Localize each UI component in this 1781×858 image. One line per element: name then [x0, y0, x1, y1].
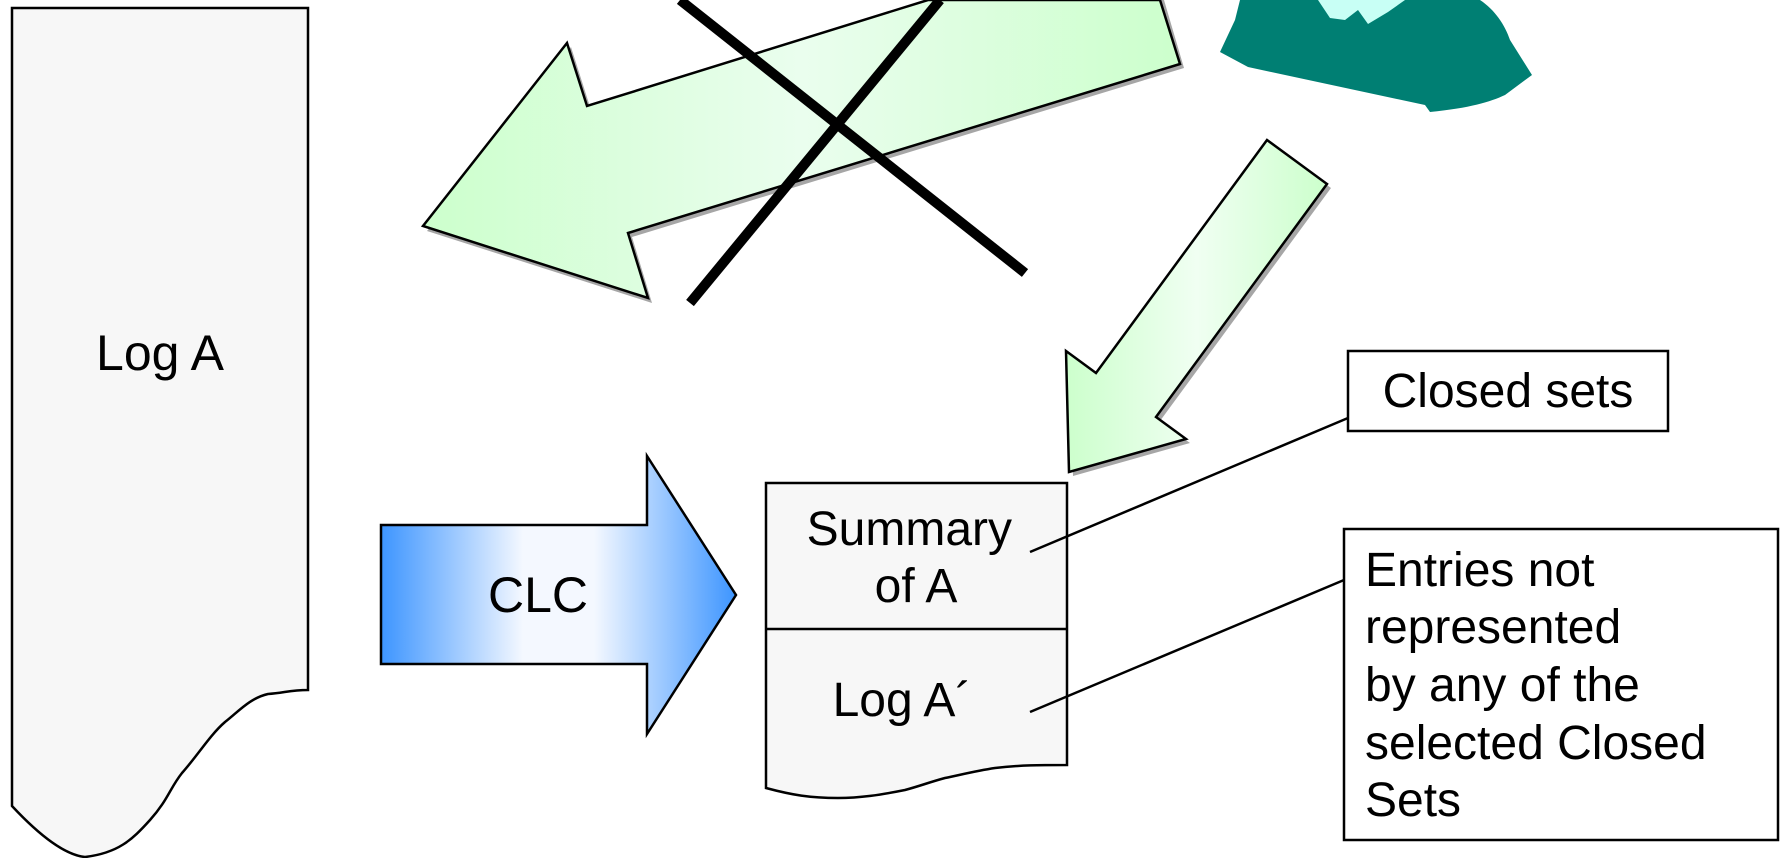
- entries-line-1: Entries not: [1365, 544, 1594, 597]
- clc-arrow-shape: [379, 451, 738, 739]
- summary-label: Summary of A: [807, 503, 1026, 613]
- green-arrow-small-shape: [1064, 138, 1329, 474]
- cross-line-2: [686, 0, 944, 307]
- result-document-shape: [764, 481, 1069, 800]
- result-document: Summary of A Log A´: [764, 481, 1069, 800]
- green-arrow-large-shape: [420, 0, 1182, 300]
- entries-leader-line: [1029, 578, 1345, 714]
- cross-out-mark: [676, 0, 1029, 307]
- log-a-shape: [10, 6, 310, 858]
- cross-line-1: [676, 0, 1029, 277]
- summary-line-1: Summary: [807, 503, 1012, 556]
- entries-box: [1342, 527, 1780, 842]
- entries-line-5: Sets: [1365, 774, 1461, 827]
- green-arrow-small: [1064, 138, 1331, 476]
- clc-arrow: CLC: [379, 451, 738, 739]
- summary-line-2: of A: [875, 560, 958, 613]
- entries-line-3: by any of the: [1365, 659, 1640, 712]
- clc-arrow-label: CLC: [488, 567, 588, 623]
- person-body: [1220, 0, 1532, 112]
- entries-label: Entries not represented by any of the se…: [1365, 544, 1720, 827]
- entries-line-2: represented: [1365, 601, 1621, 654]
- log-a-document: Log A: [10, 6, 310, 858]
- closed-sets-callout: Closed sets: [1029, 349, 1670, 554]
- entries-callout: Entries not represented by any of the se…: [1029, 527, 1780, 842]
- person-collar: [1318, 0, 1405, 24]
- closed-sets-label: Closed sets: [1383, 365, 1634, 418]
- closed-sets-leader-line: [1029, 416, 1349, 554]
- log-a-label: Log A: [96, 325, 225, 381]
- log-a-prime-label: Log A´: [833, 674, 972, 727]
- person-icon: [1220, 0, 1532, 112]
- green-arrow-large: [420, 0, 1184, 303]
- entries-line-4: selected Closed: [1365, 717, 1707, 770]
- closed-sets-box: [1346, 349, 1670, 433]
